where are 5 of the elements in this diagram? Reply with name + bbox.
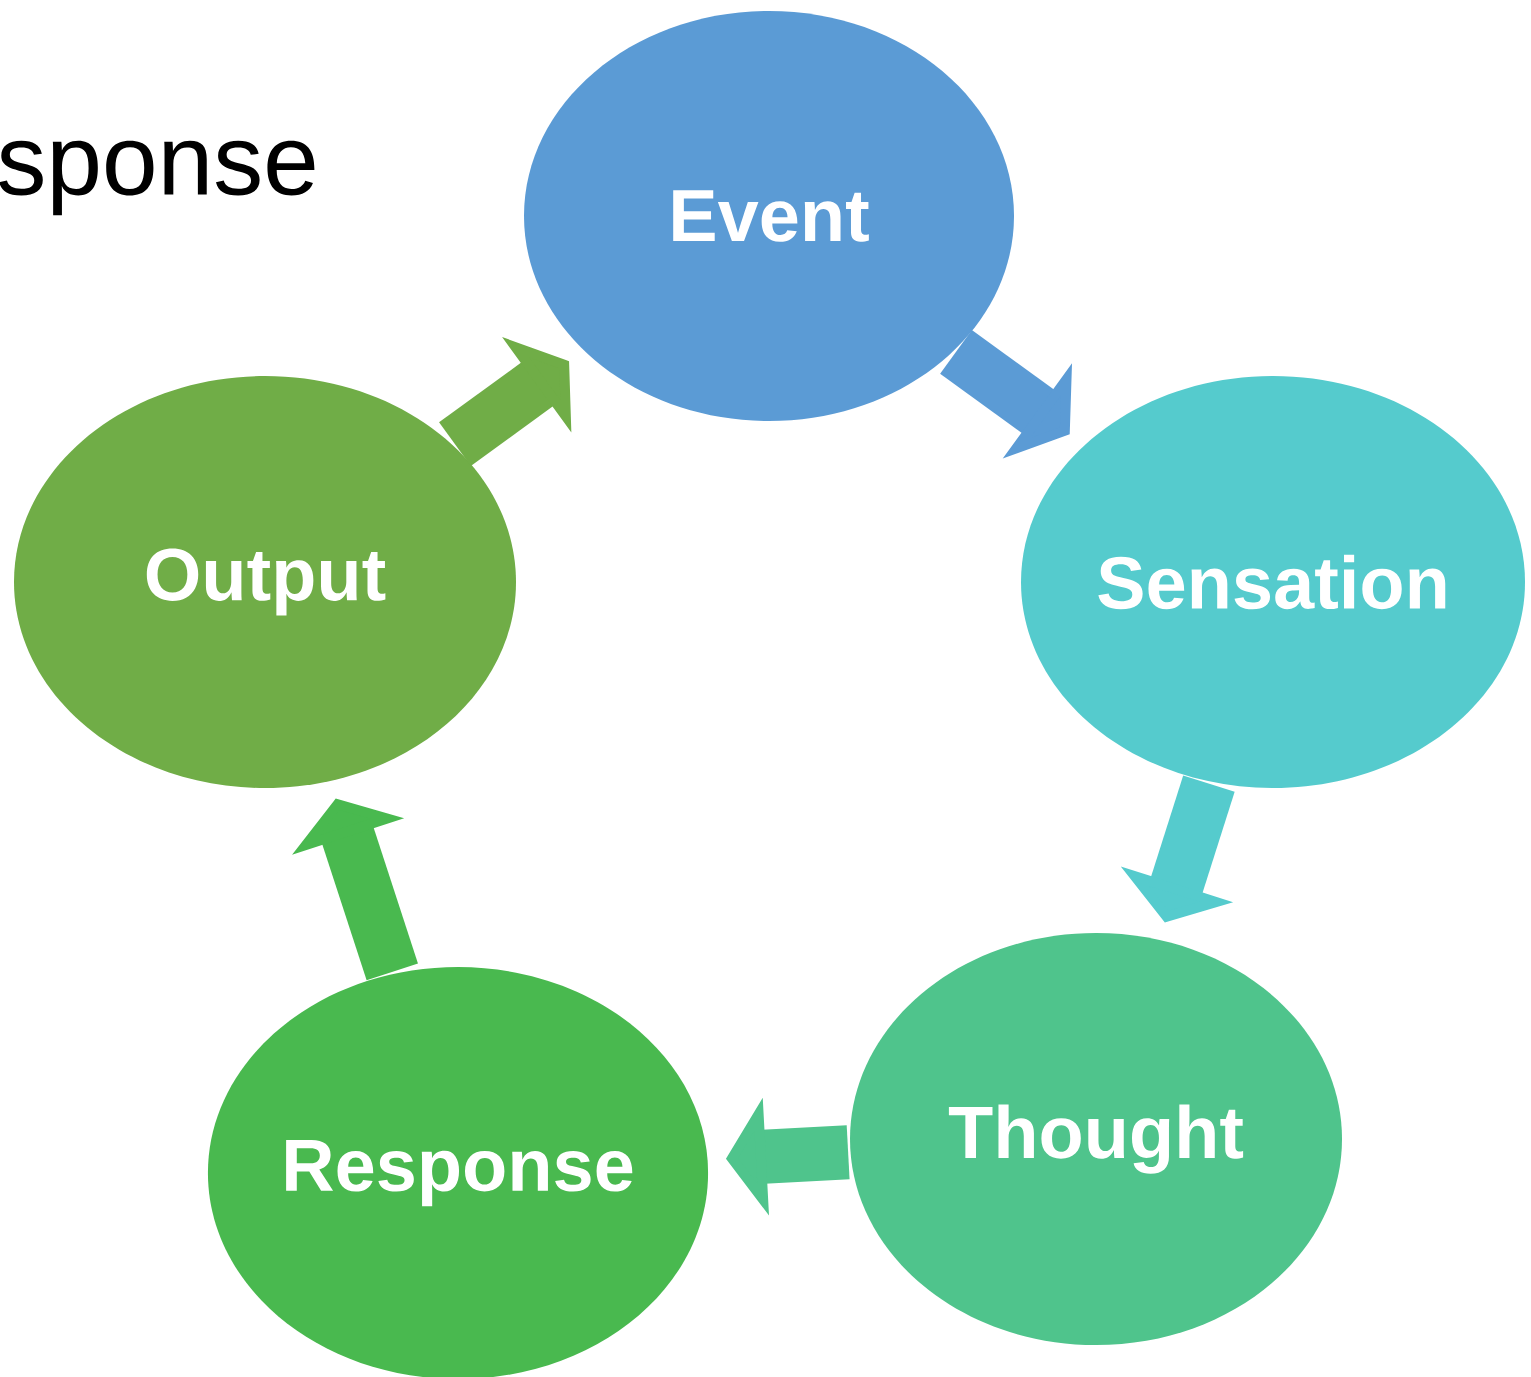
ellipse-node: Sensation <box>1021 376 1525 788</box>
ellipse-node: Output <box>14 376 516 788</box>
title-text: sponse <box>0 140 315 216</box>
ellipse-node: Thought <box>850 933 1342 1345</box>
ellipse-node: Event <box>524 11 1014 421</box>
